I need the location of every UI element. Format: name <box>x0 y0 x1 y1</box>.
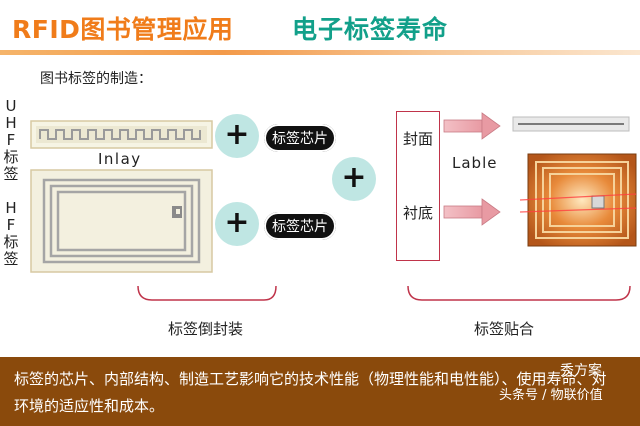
step-lamination-label: 标签贴合 <box>474 320 535 338</box>
lable-label: Lable <box>452 154 498 172</box>
hf-finished-label-image <box>519 153 637 247</box>
bracket-inverse-packaging <box>137 285 277 301</box>
uhf-finished-label-image <box>512 116 630 132</box>
title-rfid-library: RFID图书管理应用 <box>12 15 234 44</box>
chip-badge-top: 标签芯片 <box>264 124 336 152</box>
hf-inlay-image <box>30 169 213 273</box>
plus-icon-top: + <box>215 114 259 158</box>
title-tag-lifetime: 电子标签寿命 <box>292 15 449 44</box>
arrow-to-top-label <box>443 112 501 140</box>
inlay-label: Inlay <box>98 150 142 168</box>
bracket-label-lamination <box>407 285 631 301</box>
substrate-label: 衬底 <box>402 204 433 222</box>
subtitle: 图书标签的制造： <box>40 71 152 87</box>
uhf-inlay-image <box>30 120 213 149</box>
plus-icon-bottom: + <box>215 202 259 246</box>
uhf-tag-label: UHF标签 <box>3 97 19 183</box>
cover-substrate-box: 封面 衬底 <box>396 111 440 261</box>
step-inverse-packaging-label: 标签倒封装 <box>168 320 244 338</box>
cover-label: 封面 <box>402 130 433 148</box>
banner-text: 标签的芯片、内部结构、制造工艺影响它的技术性能（物理性能和电性能）、使用寿命、对… <box>14 370 607 415</box>
header-divider <box>0 50 640 55</box>
chip-badge-bottom: 标签芯片 <box>264 212 336 240</box>
watermark-brand: 秀方案 <box>560 363 602 379</box>
bottom-banner <box>0 357 640 426</box>
watermark-source: 头条号 / 物联价值 <box>499 388 603 403</box>
hf-tag-label: HF标签 <box>3 199 19 268</box>
plus-icon-middle: + <box>332 157 376 201</box>
arrow-to-bottom-label <box>443 198 501 226</box>
